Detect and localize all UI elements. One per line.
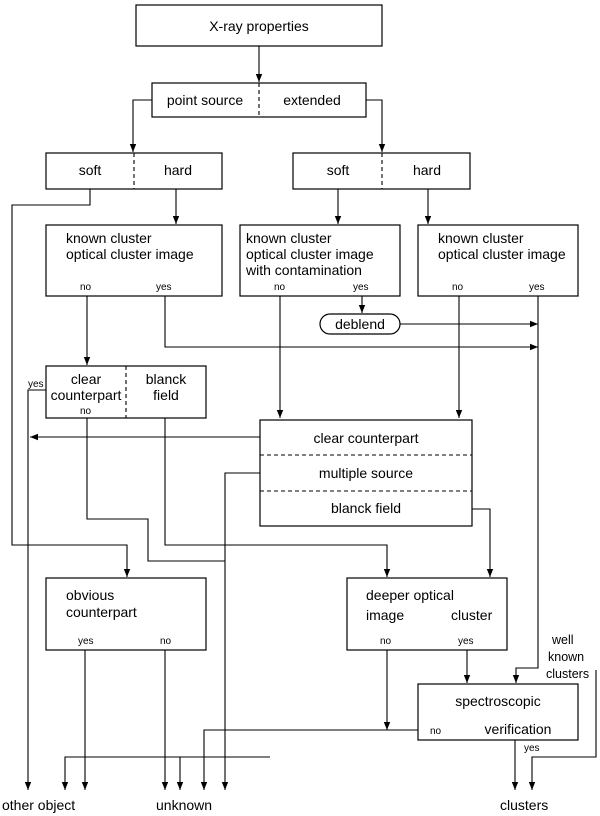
node-right-soft-hard: soft hard — [292, 152, 471, 190]
well-known-clusters-label: well known clusters — [546, 633, 589, 681]
blanck-field-left-line2: field — [153, 387, 179, 403]
node-known-cluster-2: known cluster optical cluster image with… — [239, 224, 401, 297]
node-deblend: deblend — [319, 313, 401, 335]
obvious-line1: obvious — [66, 587, 114, 603]
node-deeper-optical: deeper optical image cluster no yes — [346, 577, 508, 651]
node-known-cluster-3: known cluster optical cluster image no y… — [417, 224, 579, 297]
deeper-line2: image — [366, 607, 404, 623]
extended-label: extended — [283, 92, 341, 108]
clear-cp-line2: counterpart — [51, 387, 122, 403]
kc3-line2: optical cluster image — [438, 246, 566, 262]
connectors — [11, 46, 597, 790]
kc2-line3: with contamination — [245, 262, 362, 278]
big-blanck-field-label: blanck field — [331, 500, 401, 516]
spectro-yes-label: yes — [524, 743, 540, 754]
left-soft-label: soft — [79, 162, 102, 178]
spectro-line2: verification — [485, 721, 552, 737]
kc1-line2: optical cluster image — [66, 246, 194, 262]
clear-cp-line1: clear — [71, 371, 102, 387]
deeper-line1: deeper optical — [366, 587, 454, 603]
node-known-cluster-1: known cluster optical cluster image no y… — [45, 224, 223, 297]
kc3-no-label: no — [452, 282, 464, 293]
deeper-no-label: no — [380, 636, 392, 647]
xray-label: X-ray properties — [209, 18, 309, 34]
kc1-no-label: no — [80, 282, 92, 293]
kc2-yes-label: yes — [353, 282, 369, 293]
clear-cp-yes-label: yes — [28, 379, 44, 390]
node-big-box: clear counterpart multiple source blanck… — [259, 419, 473, 527]
spectro-no-label: no — [430, 726, 442, 737]
big-clear-counterpart-label: clear counterpart — [313, 430, 418, 446]
output-clusters: clusters — [500, 797, 548, 813]
kc2-line2: optical cluster image — [246, 246, 374, 262]
node-obvious-counterpart: obvious counterpart yes no — [45, 577, 207, 651]
well-known-line3: clusters — [546, 667, 589, 681]
well-known-line1: well — [551, 633, 574, 647]
point-source-label: point source — [167, 92, 243, 108]
node-spectroscopic: spectroscopic verification no — [417, 683, 579, 741]
deeper-cluster: cluster — [451, 607, 493, 623]
output-unknown: unknown — [156, 797, 212, 813]
output-other-object: other object — [2, 797, 75, 813]
well-known-line2: known — [548, 650, 584, 664]
kc2-no-label: no — [274, 282, 286, 293]
kc3-line1: known cluster — [438, 230, 524, 246]
big-multiple-source-label: multiple source — [319, 465, 413, 481]
right-soft-label: soft — [327, 162, 350, 178]
obvious-yes-label: yes — [78, 636, 94, 647]
obvious-line2: counterpart — [66, 604, 137, 620]
node-left-soft-hard: soft hard — [45, 152, 223, 190]
left-hard-label: hard — [164, 162, 192, 178]
clear-cp-no-label: no — [80, 406, 92, 417]
kc2-line1: known cluster — [246, 230, 332, 246]
blanck-field-left-line1: blanck — [146, 371, 187, 387]
node-point-extended: point source extended — [151, 82, 367, 118]
deeper-yes-label: yes — [458, 636, 474, 647]
spectro-line1: spectroscopic — [455, 693, 541, 709]
kc1-yes-label: yes — [156, 282, 172, 293]
kc3-yes-label: yes — [529, 282, 545, 293]
node-xray: X-ray properties — [135, 4, 383, 47]
right-hard-label: hard — [413, 162, 441, 178]
obvious-no-label: no — [160, 636, 172, 647]
kc1-line1: known cluster — [66, 230, 152, 246]
node-clear-blanck-left: clear counterpart no blanck field — [45, 365, 207, 419]
deblend-label: deblend — [335, 316, 385, 332]
